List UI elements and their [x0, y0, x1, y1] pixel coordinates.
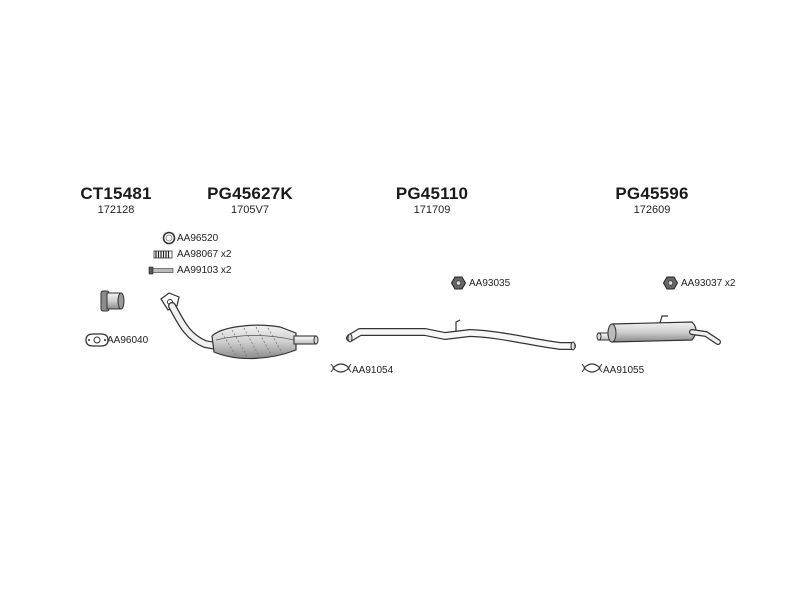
label-spring: AA98067 x2	[177, 249, 232, 260]
pipe-clamp-icon	[581, 363, 603, 373]
group-subtitle-1705v7: 1705V7	[231, 204, 269, 216]
nut-icon	[450, 276, 467, 290]
group-title-pg45596: PG45596	[615, 184, 689, 203]
label-bolt: AA99103 x2	[177, 265, 232, 276]
label-gasket-front: AA96040	[107, 335, 149, 346]
clamp-ring-icon	[162, 231, 176, 245]
label-clamp-rear: AA91055	[603, 365, 645, 376]
label-clamp-ring: AA96520	[177, 233, 219, 244]
group-subtitle-172128: 172128	[97, 204, 135, 216]
gasket-icon	[85, 333, 109, 347]
label-nut-rear: AA93037 x2	[681, 278, 736, 289]
catalytic-converter-icon	[160, 292, 319, 360]
nut-icon	[662, 276, 679, 290]
spring-icon	[153, 250, 173, 259]
group-title-pg45627k: PG45627K	[207, 184, 293, 203]
group-title-ct15481: CT15481	[80, 184, 152, 203]
group-title-pg45110: PG45110	[395, 184, 469, 203]
label-clamp-mid: AA91054	[352, 365, 394, 376]
group-subtitle-172609: 172609	[633, 204, 671, 216]
label-nut-mid: AA93035	[469, 278, 511, 289]
rear-muffler-icon	[596, 315, 721, 345]
sleeve-connector-icon	[100, 290, 125, 312]
group-subtitle-171709: 171709	[413, 204, 451, 216]
bolt-icon	[148, 266, 174, 275]
middle-pipe-icon	[346, 319, 576, 351]
pipe-clamp-icon	[330, 363, 352, 373]
